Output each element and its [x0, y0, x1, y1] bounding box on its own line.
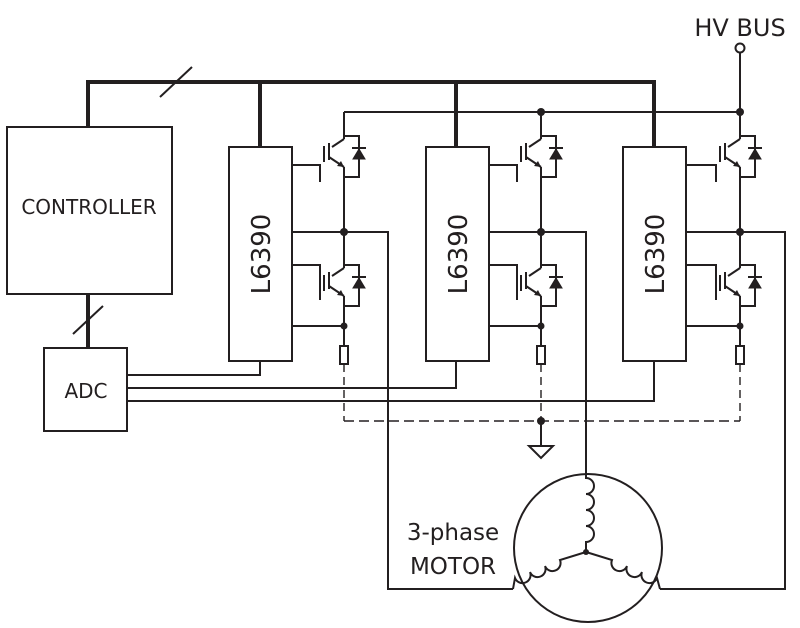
- hv-rail: [344, 108, 744, 116]
- motor-housing: [513, 473, 663, 623]
- phase-leg-1: L6390: [228, 112, 366, 421]
- low-side-igbt: [323, 260, 366, 307]
- shunt-resistor: [536, 345, 546, 365]
- gate-driver-ic: [425, 146, 490, 362]
- gate-driver-label: L6390: [641, 214, 671, 295]
- controller-adc-link: [72, 294, 104, 348]
- ground-return-rail: [344, 417, 740, 460]
- adc-label: ADC: [64, 379, 107, 403]
- high-side-igbt: [520, 131, 563, 178]
- motor-phase-wires: [344, 231, 786, 590]
- bus-slash-mark: [159, 66, 193, 98]
- phase-legs: L6390: [228, 112, 762, 421]
- phase-leg-3: L6390: [622, 112, 762, 421]
- high-side-igbt: [323, 131, 366, 178]
- control-bus: [86, 66, 656, 147]
- ground-symbol: [526, 445, 556, 460]
- high-side-igbt: [719, 131, 762, 178]
- motor-label-line2: MOTOR: [410, 554, 496, 580]
- motor: 3-phase MOTOR: [407, 470, 663, 623]
- adc-block: [43, 347, 128, 432]
- shunt-resistor: [735, 345, 745, 365]
- gate-driver-label: L6390: [247, 214, 277, 295]
- motor-windings: [512, 470, 661, 590]
- motor-label-line1: 3-phase: [407, 520, 499, 546]
- low-side-igbt: [719, 260, 762, 307]
- phase-leg-2: L6390: [425, 112, 563, 421]
- adc-sense-lines: [127, 361, 655, 402]
- link-slash-mark: [72, 305, 104, 335]
- controller-label: CONTROLLER: [21, 195, 156, 219]
- hv-bus-terminal: [734, 42, 746, 54]
- gate-driver-label: L6390: [444, 214, 474, 295]
- shunt-resistor: [339, 345, 349, 365]
- hv-bus-label: HV BUS: [694, 14, 785, 42]
- low-side-igbt: [520, 260, 563, 307]
